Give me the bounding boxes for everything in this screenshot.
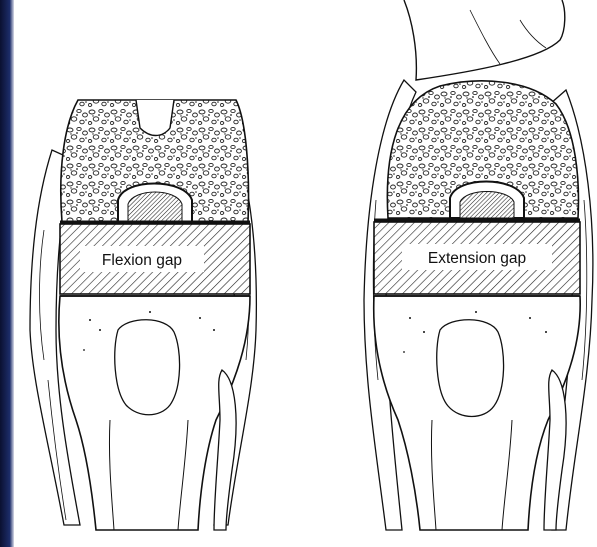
flexion-panel: Flexion gap (30, 100, 256, 530)
extension-panel: Extension gap (364, 0, 593, 530)
extension-gap-label: Extension gap (428, 250, 526, 267)
extension-femur-shaft (404, 0, 565, 80)
flexion-gap-label: Flexion gap (102, 252, 182, 269)
